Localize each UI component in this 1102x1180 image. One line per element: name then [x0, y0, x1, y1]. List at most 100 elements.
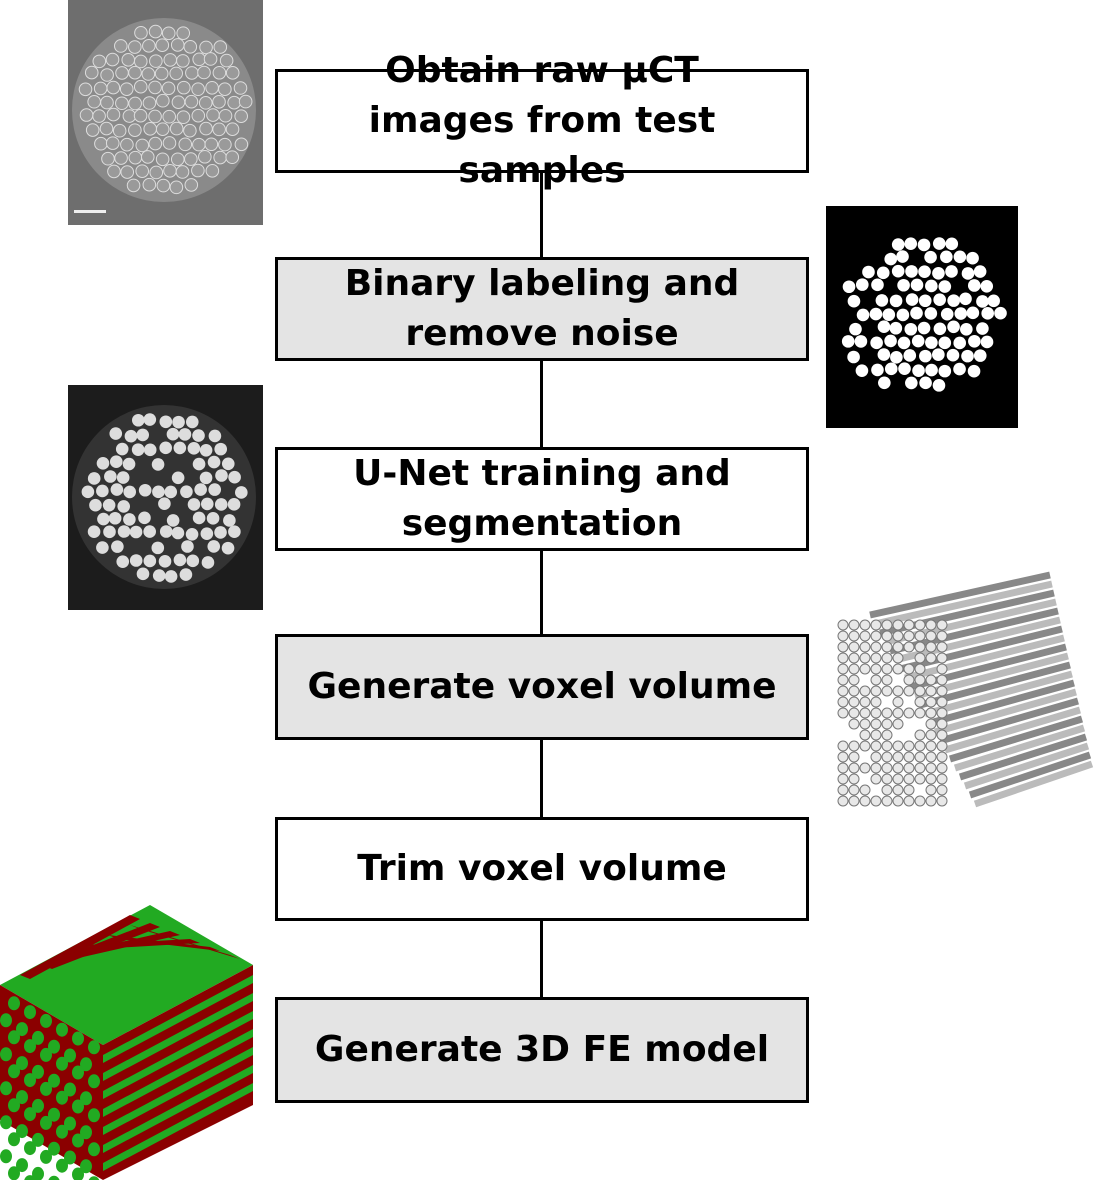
fiber: [199, 40, 213, 55]
fiber: [973, 265, 987, 278]
fiber: [192, 137, 206, 152]
fiber: [914, 696, 926, 708]
fiber: [859, 762, 871, 774]
fiber: [837, 707, 849, 719]
fiber: [143, 443, 157, 457]
fiber: [109, 455, 123, 469]
fiber: [24, 1005, 36, 1020]
fiber: [932, 266, 945, 280]
fiber: [56, 1090, 68, 1105]
fiber: [910, 306, 923, 320]
fiber: [837, 619, 849, 631]
fiber: [172, 415, 185, 429]
fiber: [205, 80, 219, 95]
fiber: [191, 108, 206, 123]
fiber: [184, 178, 199, 192]
fiber: [199, 121, 213, 136]
fiber: [103, 1029, 253, 1117]
fiber: [870, 336, 883, 350]
fiber: [221, 541, 235, 555]
fiber: [837, 685, 849, 697]
fiber: [102, 498, 116, 512]
fiber: [48, 1141, 60, 1156]
fiber: [112, 123, 127, 138]
fiber: [142, 96, 157, 110]
fiber: [234, 137, 249, 152]
fiber: [191, 163, 205, 178]
fiber: [204, 137, 219, 152]
fiber: [214, 526, 227, 539]
step-label: Trim voxel volume: [357, 848, 727, 889]
fiber: [870, 674, 882, 686]
fiber: [896, 250, 909, 263]
fiber: [40, 1013, 52, 1028]
fiber: [953, 250, 967, 264]
fiber: [117, 525, 131, 538]
fiber: [877, 348, 891, 361]
fiber: [192, 52, 206, 67]
fiber: [903, 707, 915, 719]
fiber: [215, 469, 228, 482]
fiber: [848, 652, 860, 664]
fiber: [946, 348, 960, 362]
fiber: [187, 442, 201, 455]
fiber: [954, 307, 968, 320]
fiber: [173, 441, 187, 455]
fiber: [848, 795, 860, 807]
fiber: [881, 729, 893, 741]
fiber: [892, 784, 904, 796]
fiber: [87, 94, 101, 109]
raw-ct-image: [68, 0, 263, 225]
fiber: [16, 1056, 28, 1071]
fiber: [912, 364, 925, 377]
fiber: [183, 39, 198, 54]
fiber: [88, 1074, 100, 1089]
fiber: [201, 556, 215, 569]
fiber: [8, 1030, 20, 1045]
fiber: [131, 443, 145, 456]
fiber: [136, 428, 150, 442]
fiber: [987, 294, 1000, 308]
fiber: [170, 152, 185, 167]
fiber: [980, 335, 994, 349]
fiber: [881, 663, 893, 675]
fiber: [929, 679, 1075, 727]
fiber: [925, 630, 937, 642]
fiber: [925, 696, 937, 708]
fiber: [88, 1176, 100, 1180]
fiber: [896, 308, 910, 322]
fiber: [848, 751, 860, 763]
fiber: [881, 641, 893, 653]
fiber: [848, 707, 860, 719]
fiber: [876, 266, 890, 280]
fiber: [932, 348, 945, 361]
fiber: [149, 54, 163, 68]
fiber: [135, 164, 150, 178]
fiber: [859, 630, 871, 642]
fiber: [966, 306, 980, 320]
fiber: [8, 1098, 20, 1113]
fiber: [903, 630, 915, 642]
fiber: [837, 652, 849, 664]
fiber: [124, 429, 138, 443]
fiber: [103, 1065, 253, 1153]
fiber: [64, 1048, 76, 1063]
fiber: [207, 540, 221, 553]
fiber: [223, 514, 236, 527]
fiber: [203, 52, 218, 66]
fiber: [892, 718, 904, 730]
fiber: [80, 1091, 92, 1106]
fiber: [968, 334, 981, 348]
fiber: [859, 663, 871, 675]
fiber: [218, 108, 233, 123]
fiber: [107, 164, 121, 179]
fiber: [24, 1107, 36, 1122]
fiber: [881, 762, 893, 774]
fiber: [205, 163, 220, 178]
fiber: [148, 136, 163, 151]
fiber: [56, 1158, 68, 1173]
fiber: [870, 729, 882, 741]
fiber: [143, 413, 157, 426]
fiber: [976, 322, 989, 335]
fiber: [924, 250, 937, 264]
